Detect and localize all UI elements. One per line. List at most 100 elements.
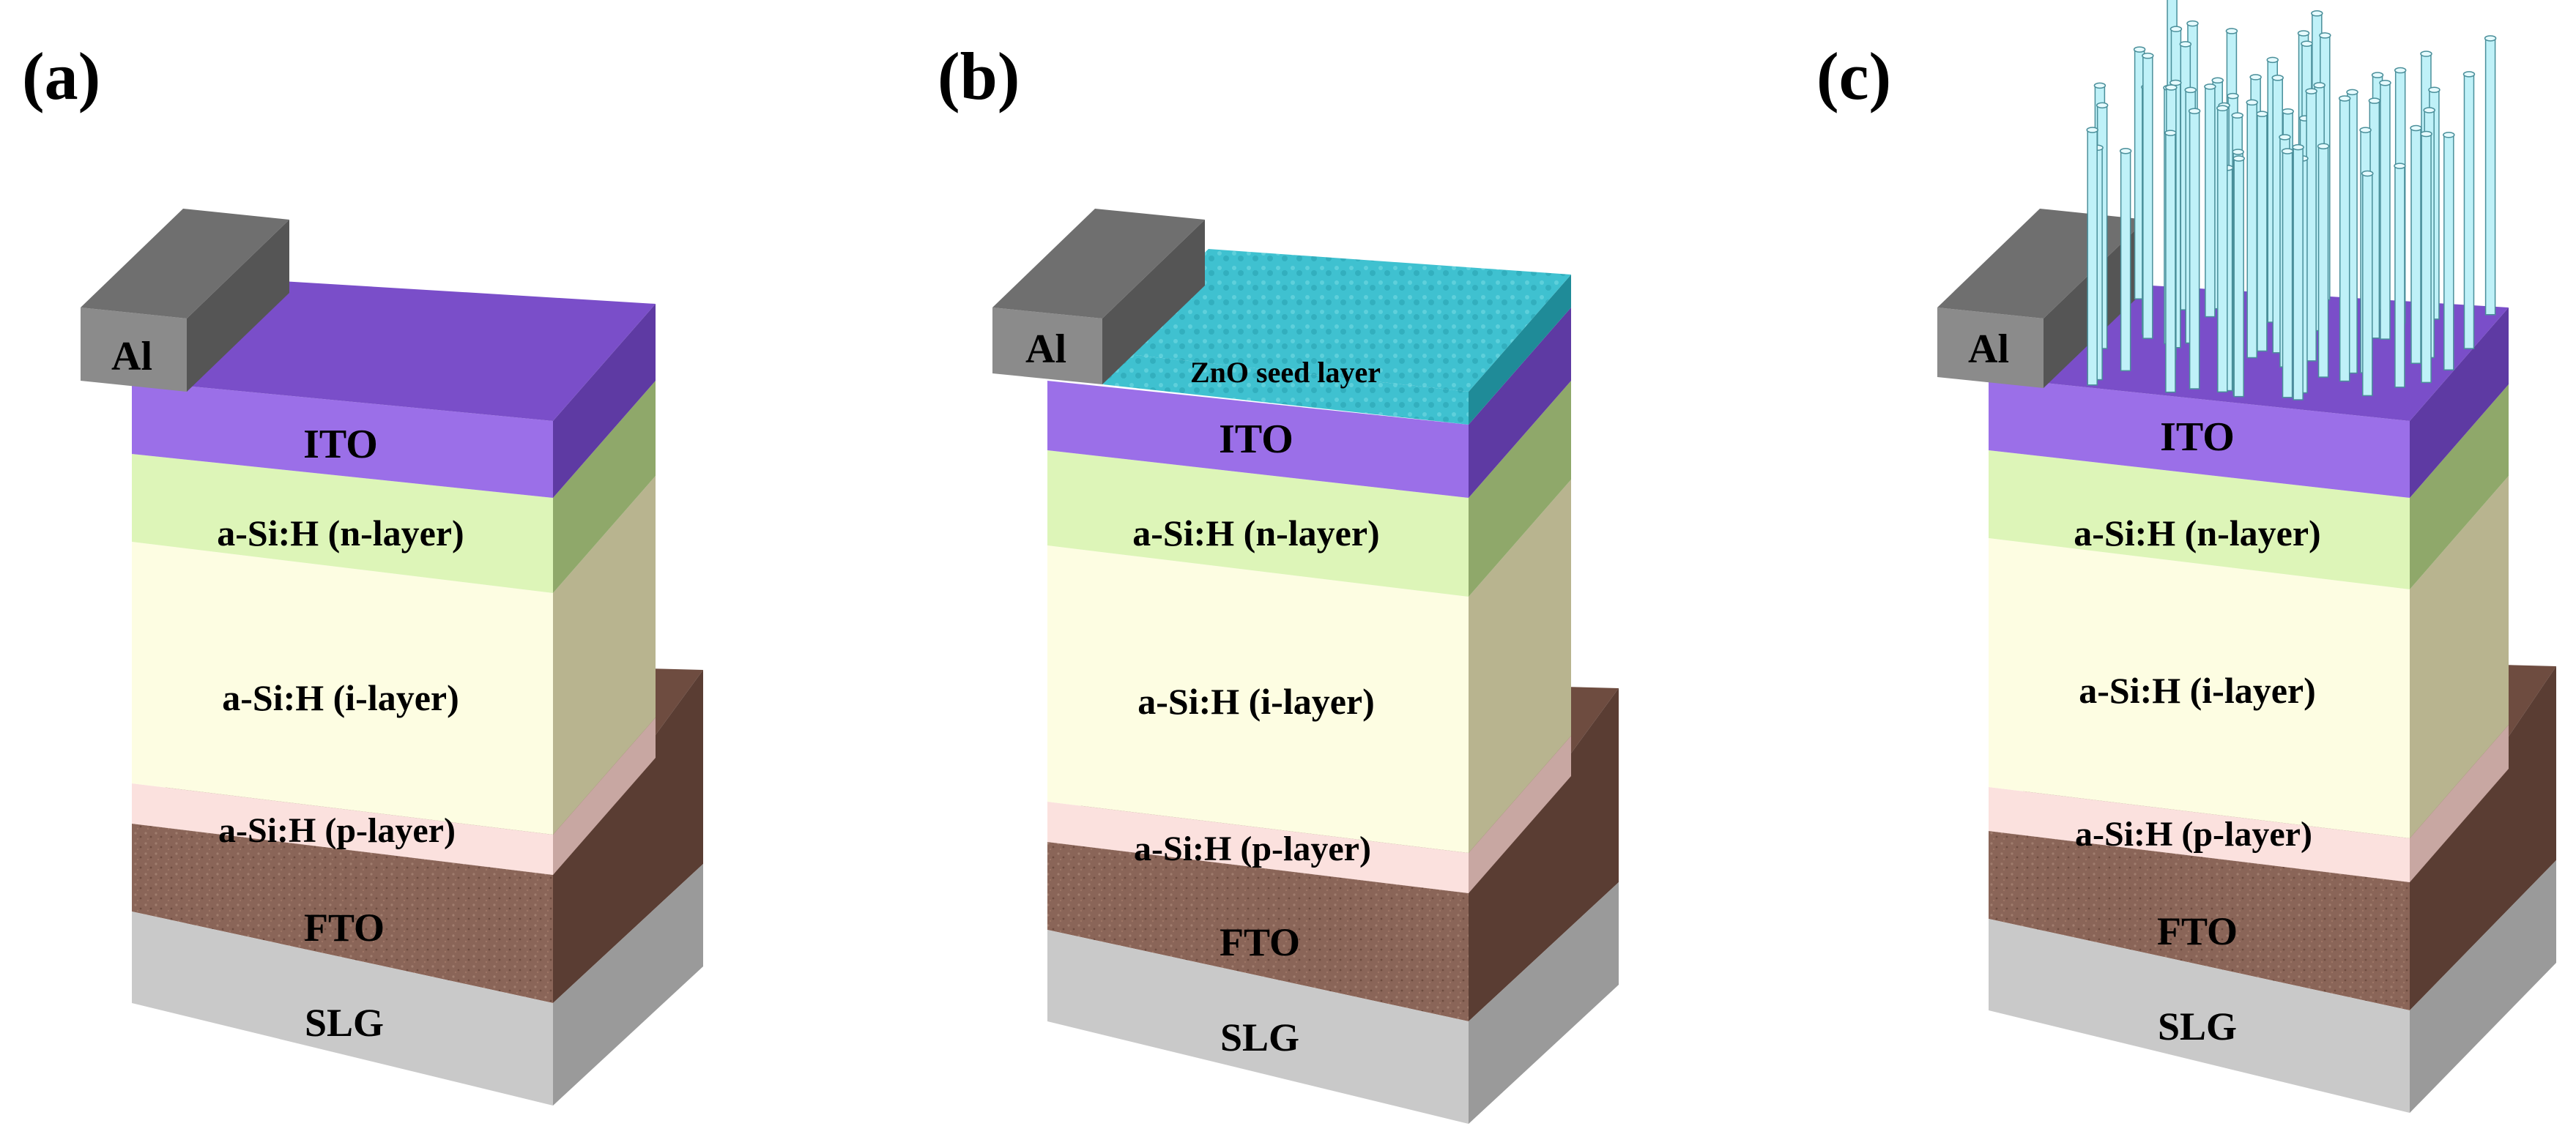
p-layer-side-b: [1469, 736, 1571, 893]
nanorod-tip: [2232, 149, 2244, 155]
al-side-b: [1102, 220, 1205, 384]
nanorod: [2282, 150, 2293, 398]
label-al-b: Al: [1025, 327, 1066, 372]
nanorod-tip: [2281, 148, 2294, 154]
fto-front-a: [132, 824, 553, 1003]
fto-front-c: [1989, 831, 2410, 1010]
al-front-a: [81, 308, 187, 392]
nanorod: [2233, 157, 2244, 398]
zno-side-b: [1469, 275, 1571, 425]
label-fto-c: FTO: [2157, 909, 2238, 953]
zno-front-b: [1102, 351, 1469, 425]
label-p-layer-a: a-Si:H (p-layer): [218, 811, 456, 850]
slg-front-c: [1989, 919, 2410, 1113]
nanorod: [2484, 37, 2496, 316]
nanorod: [2205, 86, 2216, 318]
nanorod: [2410, 127, 2421, 364]
label-al-c: Al: [1968, 327, 2009, 372]
nanorod-tip: [2301, 40, 2313, 47]
p-layer-side-a: [553, 718, 656, 875]
nanorod-tip: [2086, 127, 2098, 133]
i-layer-side-c: [2410, 476, 2509, 838]
label-fto-b: FTO: [1220, 920, 1300, 964]
nanorod: [2339, 97, 2350, 382]
nanorod-tip: [2361, 170, 2374, 177]
nanorod-tip: [2311, 10, 2323, 17]
label-n-layer-c: a-Si:H (n-layer): [2074, 512, 2320, 554]
nanorod-tip: [2179, 41, 2192, 48]
panel-a: (a) Al ITO a-Si: [22, 39, 703, 1106]
nanorod-tip: [2292, 144, 2304, 151]
al-top-b: [992, 209, 1205, 318]
label-n-layer-a: a-Si:H (n-layer): [217, 512, 464, 554]
nanorod-tip: [2319, 32, 2331, 39]
nanorod-tip: [2096, 102, 2109, 109]
nanorod-tip: [2313, 82, 2326, 89]
label-al-a: Al: [111, 334, 152, 379]
nanorod-tip: [2368, 97, 2381, 104]
nanorod: [2443, 134, 2454, 370]
nanorod-tip: [2410, 124, 2422, 132]
nanorod-tip: [2142, 52, 2154, 59]
stack-b: [1047, 308, 1571, 893]
nanorod-tip: [2266, 56, 2279, 64]
label-i-layer-a: a-Si:H (i-layer): [222, 677, 459, 718]
nanorod-tip: [2371, 72, 2384, 78]
nanorod-tip: [2119, 147, 2132, 154]
n-layer-side-a: [553, 381, 656, 593]
label-ito-c: ITO: [2160, 414, 2235, 460]
ito-side-b: [1469, 308, 1571, 498]
nanorod-tip: [2305, 88, 2317, 94]
nanorod-tip: [2443, 132, 2455, 138]
n-layer-side-c: [2410, 384, 2509, 589]
i-layer-front-a: [132, 542, 553, 835]
label-slg-c: SLG: [2158, 1004, 2237, 1048]
panel-label-c: (c): [1816, 39, 1891, 113]
slg-side-a: [553, 864, 703, 1106]
fto-side-a: [553, 670, 703, 1003]
slg-front-a: [132, 912, 553, 1106]
nanorod-tip: [2133, 46, 2146, 53]
i-layer-side-b: [1469, 480, 1571, 853]
nanorod-tip: [2394, 163, 2406, 169]
label-zno-b: ZnO seed layer: [1190, 356, 1381, 389]
n-layer-front-c: [1989, 450, 2410, 589]
label-n-layer-b: a-Si:H (n-layer): [1132, 512, 1379, 554]
nanorod-tip: [2225, 28, 2238, 34]
p-layer-front-b: [1047, 802, 1469, 893]
nanorod: [2306, 90, 2317, 362]
label-slg-a: SLG: [305, 1001, 384, 1045]
p-layer-side-c: [2410, 725, 2509, 882]
nanorod: [2317, 145, 2329, 378]
label-slg-b: SLG: [1220, 1015, 1299, 1059]
nanorod-tip: [2379, 79, 2391, 86]
p-layer-front-c: [1989, 787, 2410, 882]
fto-front-b: [1047, 842, 1469, 1021]
nanorod-tip: [2204, 83, 2216, 90]
al-front-c: [1937, 308, 2044, 388]
nanorod-tip: [2227, 92, 2239, 100]
i-layer-front-b: [1047, 545, 1469, 853]
nanorod: [2087, 129, 2098, 386]
label-p-layer-b: a-Si:H (p-layer): [1134, 830, 1371, 868]
ito-front-c: [1989, 377, 2410, 498]
label-i-layer-b: a-Si:H (i-layer): [1137, 681, 1375, 722]
nanorod-tip: [2338, 95, 2351, 102]
nanorod-tip: [2249, 74, 2262, 81]
nanorod-tip: [2420, 51, 2432, 57]
nanorod: [2217, 108, 2228, 393]
i-layer-front-c: [1989, 538, 2410, 838]
panel-b: (b) Al Zn: [938, 39, 1619, 1124]
nanorod-tip: [2423, 107, 2435, 113]
n-layer-side-b: [1469, 381, 1571, 597]
nanorod: [2380, 82, 2391, 340]
nanorod-tip: [2317, 143, 2330, 149]
nanorod-tip: [2462, 71, 2476, 78]
nanorod-tip: [2188, 108, 2201, 114]
label-ito-a: ITO: [303, 422, 378, 467]
al-side-a: [187, 220, 289, 392]
nanorod-tip: [2256, 111, 2268, 117]
zno-seed-layer-b: [1102, 249, 1571, 425]
al-front-b: [992, 308, 1102, 384]
